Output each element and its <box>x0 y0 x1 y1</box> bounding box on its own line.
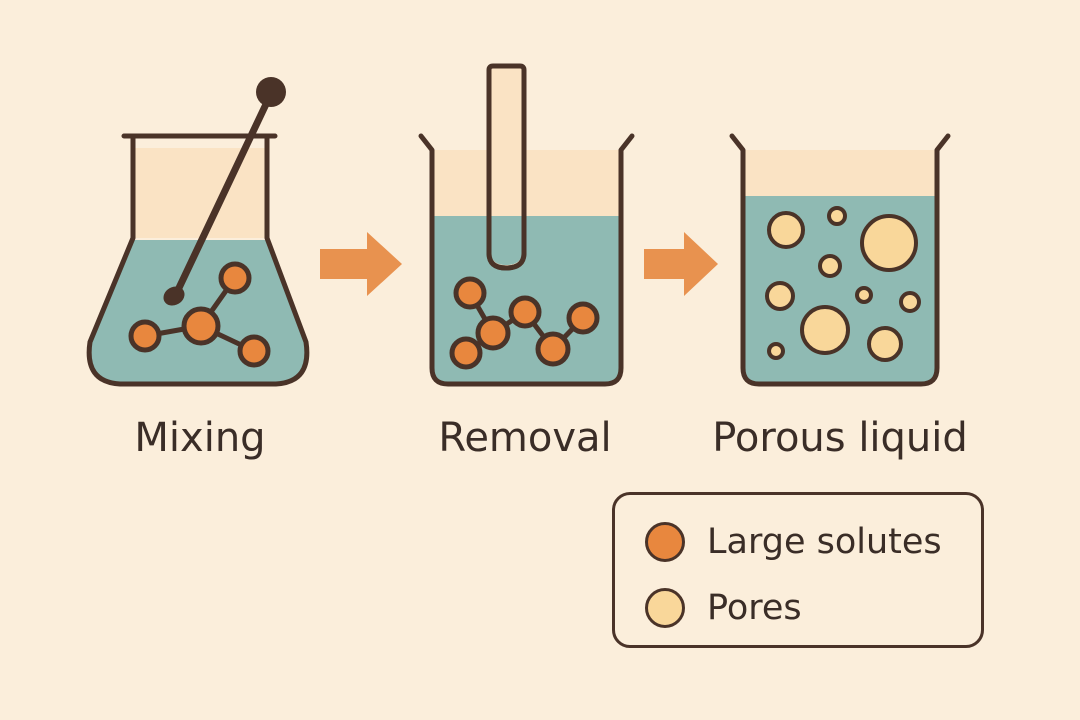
solute-particle <box>453 276 487 310</box>
beaker-outline <box>729 133 951 387</box>
solute-particle <box>218 261 252 295</box>
solute-particle <box>508 295 542 329</box>
mixing-flask <box>86 77 310 387</box>
legend-item-large-solutes: Large solutes <box>645 517 942 567</box>
step-label-porous-liquid: Porous liquid <box>712 415 968 461</box>
removal-beaker <box>418 63 635 387</box>
pore-bubble <box>767 342 785 360</box>
solute-molecule-cluster <box>128 261 271 368</box>
pore-bubble <box>765 281 795 311</box>
step-arrow <box>644 232 718 296</box>
pore-swatch-icon <box>645 588 685 628</box>
legend-label: Pores <box>707 588 802 628</box>
pore-bubble <box>860 214 918 272</box>
pore-bubble <box>767 211 805 249</box>
solute-particle <box>475 315 511 351</box>
solute-particle <box>449 336 483 370</box>
solute-particle <box>535 331 571 367</box>
step-label-removal: Removal <box>438 415 612 461</box>
legend: Large solutes Pores <box>612 492 984 648</box>
pore-bubble <box>899 291 921 313</box>
porous-liquid-beaker <box>729 133 951 387</box>
test-tube-liquid <box>491 216 522 265</box>
solute-particle <box>181 306 221 346</box>
beaker-glass <box>743 150 937 196</box>
legend-label: Large solutes <box>707 522 942 562</box>
solute-particle <box>237 334 271 368</box>
pore-bubble <box>867 326 903 362</box>
step-label-mixing: Mixing <box>134 415 266 461</box>
pore-bubble <box>800 305 850 355</box>
step-arrow <box>320 232 402 296</box>
stirring-rod <box>163 77 286 306</box>
solute-chain <box>449 276 600 370</box>
solute-particle <box>128 319 162 353</box>
pore-bubble <box>827 206 847 226</box>
solute-particle <box>566 301 600 335</box>
beaker-outline <box>418 133 635 387</box>
pore-bubble <box>818 254 842 278</box>
legend-item-pores: Pores <box>645 583 802 633</box>
large-solute-swatch-icon <box>645 522 685 562</box>
flask-glass <box>132 148 267 238</box>
pore-bubbles <box>765 206 921 362</box>
pore-bubble <box>855 286 873 304</box>
